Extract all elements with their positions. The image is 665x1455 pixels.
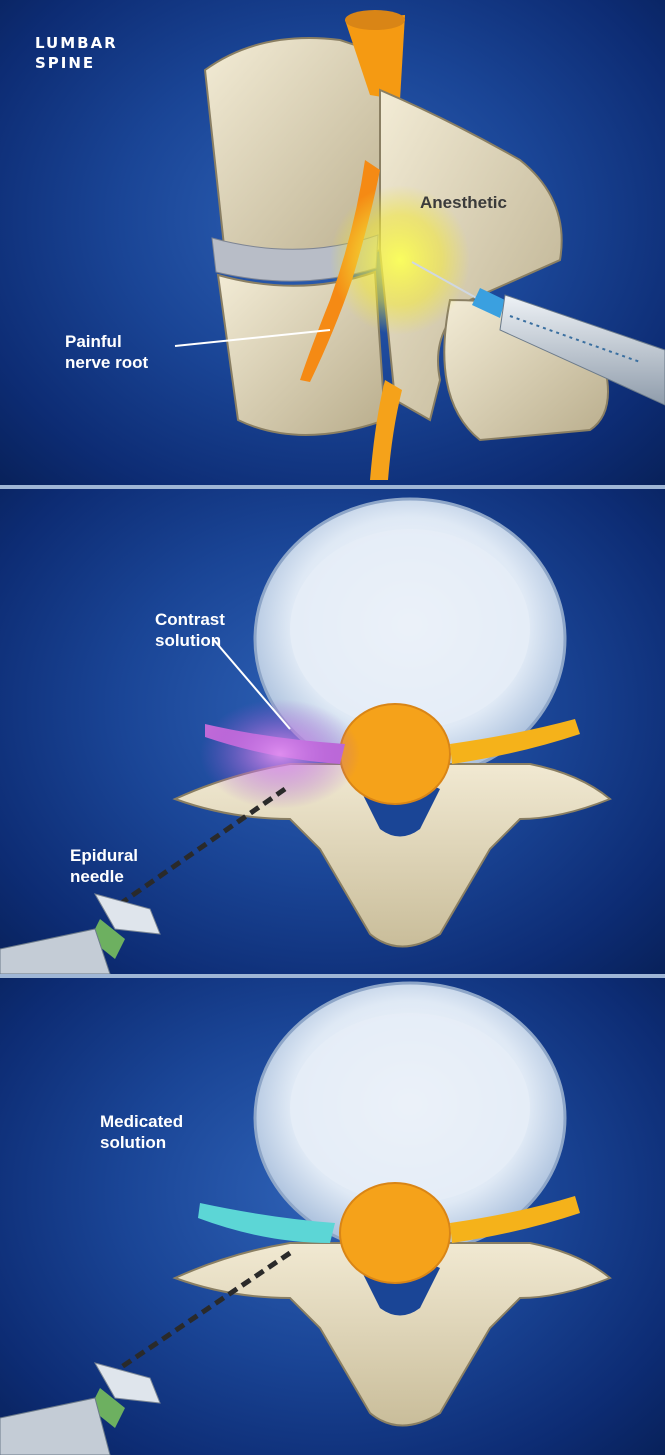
diagram-title: LUMBAR SPINE xyxy=(35,33,118,73)
anesthetic-label: Anesthetic xyxy=(420,192,507,213)
contrast-solution-label: Contrast solution xyxy=(155,609,225,651)
panel-medicated-injection: Medicated solution xyxy=(0,978,665,1455)
syringe xyxy=(0,1398,110,1455)
medicated-solution-label: Medicated solution xyxy=(100,1111,183,1153)
spinal-cord xyxy=(340,1183,450,1283)
painful-nerve-root-label: Painful nerve root xyxy=(65,331,148,373)
panel-contrast-injection: Contrast solution Epidural needle xyxy=(0,489,665,974)
vertebra-cross-section-illustration xyxy=(0,978,665,1455)
vertebra-cross-section-illustration xyxy=(0,489,665,974)
panel-anesthetic-injection: LUMBAR SPINE Anesthetic Painful nerve ro… xyxy=(0,0,665,485)
epidural-needle-label: Epidural needle xyxy=(70,845,138,887)
syringe xyxy=(0,929,110,974)
